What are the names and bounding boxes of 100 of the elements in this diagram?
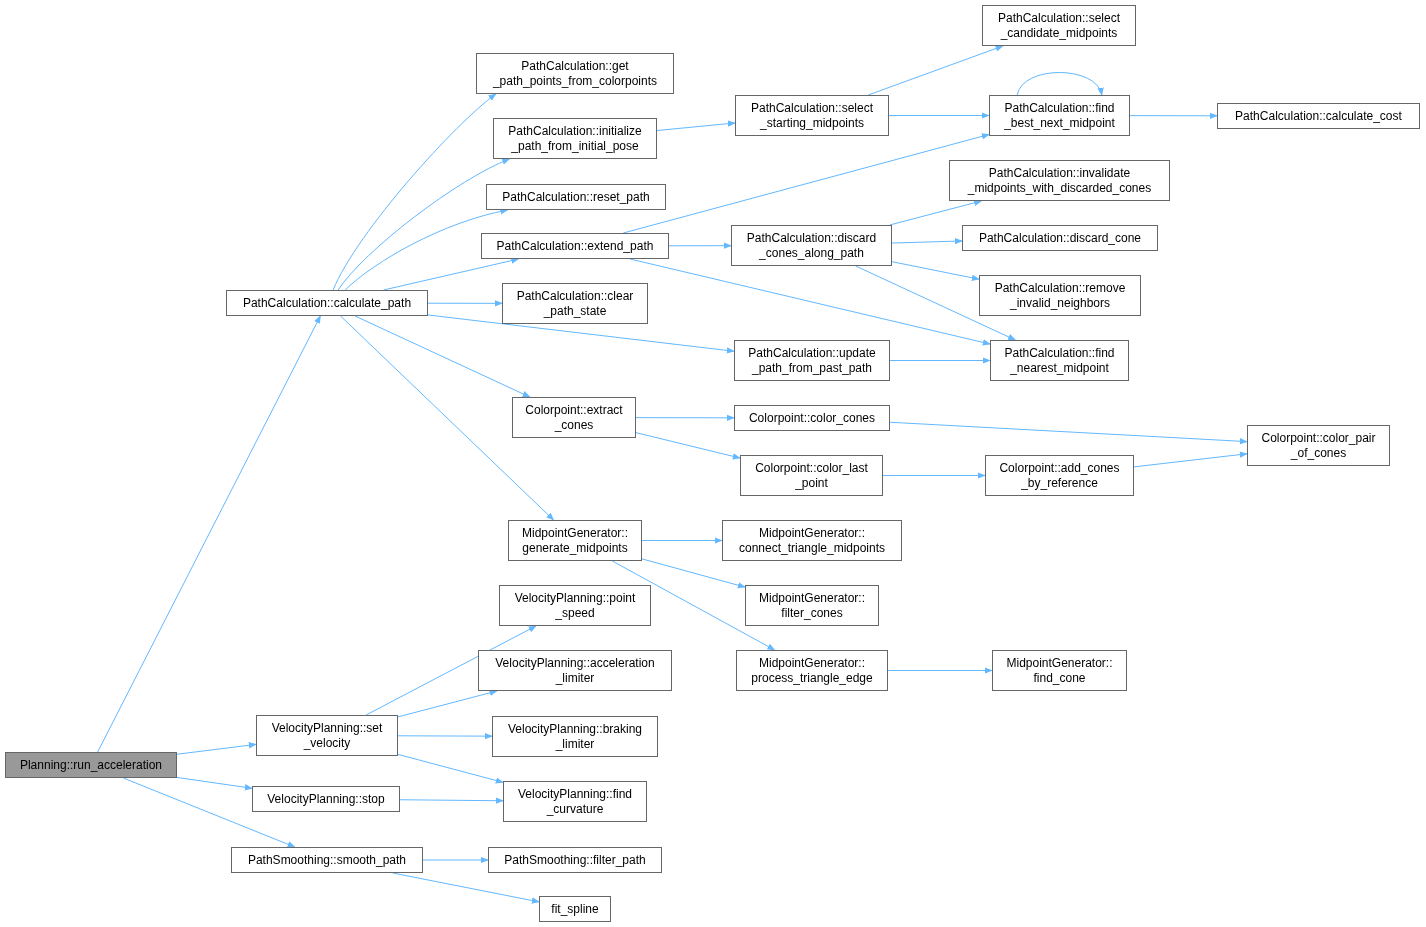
function-box (982, 5, 1136, 46)
function-box (478, 650, 672, 691)
function-name: PathSmoothing::smooth_path (247, 852, 407, 868)
function-box (231, 847, 423, 873)
arrow (887, 667, 993, 674)
arrow (422, 856, 489, 864)
function-box (488, 847, 662, 873)
arrow (176, 742, 257, 755)
function-name: Planning::run_acceleration (19, 757, 163, 773)
arrow (889, 421, 1248, 445)
function-box (1217, 103, 1420, 129)
arrow (611, 560, 776, 651)
arrow (332, 93, 497, 291)
function-name: MidpointGenerator:: generate_midpoints (520, 525, 630, 556)
function-box (476, 53, 674, 94)
function-name: MidpointGenerator:: process_triangle_edge (750, 655, 874, 686)
arrow (176, 776, 253, 791)
function-name: MidpointGenerator:: connect_triangle_midpoints (737, 525, 887, 556)
function-box (1247, 425, 1390, 466)
function-box (731, 225, 892, 266)
arrow (354, 315, 531, 398)
function-box (989, 95, 1130, 136)
function-box (990, 340, 1129, 381)
function-name: PathCalculation::discard _cones_along_path (745, 230, 878, 261)
function-name: MidpointGenerator:: find_cone (1005, 655, 1114, 686)
function-name: PathCalculation::calculate_path (242, 295, 412, 311)
function-box (252, 786, 400, 812)
function-box (985, 455, 1134, 496)
function-name: PathCalculation::calculate_cost (1235, 108, 1402, 124)
selected-function-box (5, 752, 177, 778)
arrow (1133, 451, 1248, 468)
arrow (656, 120, 736, 132)
arrow (383, 257, 520, 291)
function-box (539, 896, 611, 922)
arrow (122, 777, 296, 848)
arrow (397, 753, 504, 784)
function-name: VelocityPlanning::stop (267, 791, 385, 807)
function-box (740, 455, 883, 496)
function-box (486, 184, 666, 210)
arrow (97, 315, 321, 753)
function-name: Colorpoint::color_pair _of_cones (1260, 430, 1377, 461)
function-name: Colorpoint::extract _cones (524, 402, 624, 433)
function-name: VelocityPlanning::set _velocity (270, 720, 384, 751)
arrow (365, 625, 537, 716)
arrow (629, 258, 991, 346)
arrow (889, 199, 983, 226)
function-name: MidpointGenerator:: filter_cones (757, 590, 867, 621)
function-name: PathCalculation::extend_path (496, 238, 654, 254)
function-box (736, 650, 888, 691)
function-name: Colorpoint::color_cones (748, 410, 876, 426)
arrow (641, 558, 746, 589)
function-box (949, 160, 1170, 201)
arrow (867, 45, 1004, 96)
function-box (962, 225, 1158, 251)
function-box (979, 275, 1141, 316)
arrow (397, 689, 498, 718)
arrow (397, 732, 493, 740)
function-name: fit_spline (551, 901, 599, 917)
function-name: PathSmoothing::filter_path (504, 852, 646, 868)
function-box (734, 340, 890, 381)
arrow (399, 797, 504, 804)
function-name: PathCalculation::select _starting_midpoints (749, 100, 875, 131)
function-name: VelocityPlanning::find _curvature (516, 786, 634, 817)
function-name: PathCalculation::discard_cone (978, 230, 1142, 246)
arrow (635, 432, 741, 460)
arrow (635, 414, 735, 421)
function-box (722, 520, 902, 561)
arrow (855, 265, 1016, 341)
function-name: PathCalculation::find _nearest_midpoint (1003, 345, 1116, 376)
function-box (499, 585, 651, 626)
arrow (888, 112, 990, 119)
function-name: VelocityPlanning::braking _limiter (506, 721, 644, 752)
arrow (891, 238, 963, 245)
arrow (392, 872, 540, 904)
function-name: Colorpoint::color_last _point (754, 460, 869, 491)
arrow (641, 537, 723, 544)
function-name: Colorpoint::add_cones _by_reference (998, 460, 1121, 491)
arrow (622, 133, 990, 234)
function-name: PathCalculation::find _best_next_midpoint (1003, 100, 1116, 131)
arrow (882, 472, 986, 479)
function-name: PathCalculation::invalidate _midpoints_with_discarded_cones (966, 165, 1153, 196)
function-box (493, 118, 657, 159)
function-name: PathCalculation::reset_path (502, 189, 650, 205)
function-box (734, 405, 890, 431)
function-name: VelocityPlanning::point _speed (513, 590, 637, 621)
arrow (1129, 112, 1218, 119)
function-box (481, 233, 669, 259)
function-name: PathCalculation::get _path_points_from_colorpoints (491, 58, 659, 89)
function-box (226, 290, 428, 316)
arrow (337, 158, 511, 291)
arrow (1016, 72, 1103, 96)
function-box (256, 715, 398, 756)
function-name: PathCalculation::initialize _path_from_initial_pose (507, 123, 643, 154)
function-box (492, 716, 658, 757)
function-name: PathCalculation::update _path_from_past_path (747, 345, 877, 376)
function-name: PathCalculation::remove _invalid_neighbors (993, 280, 1127, 311)
arrow (891, 261, 980, 281)
function-box (735, 95, 889, 136)
function-box (502, 283, 648, 324)
function-box (512, 397, 636, 438)
